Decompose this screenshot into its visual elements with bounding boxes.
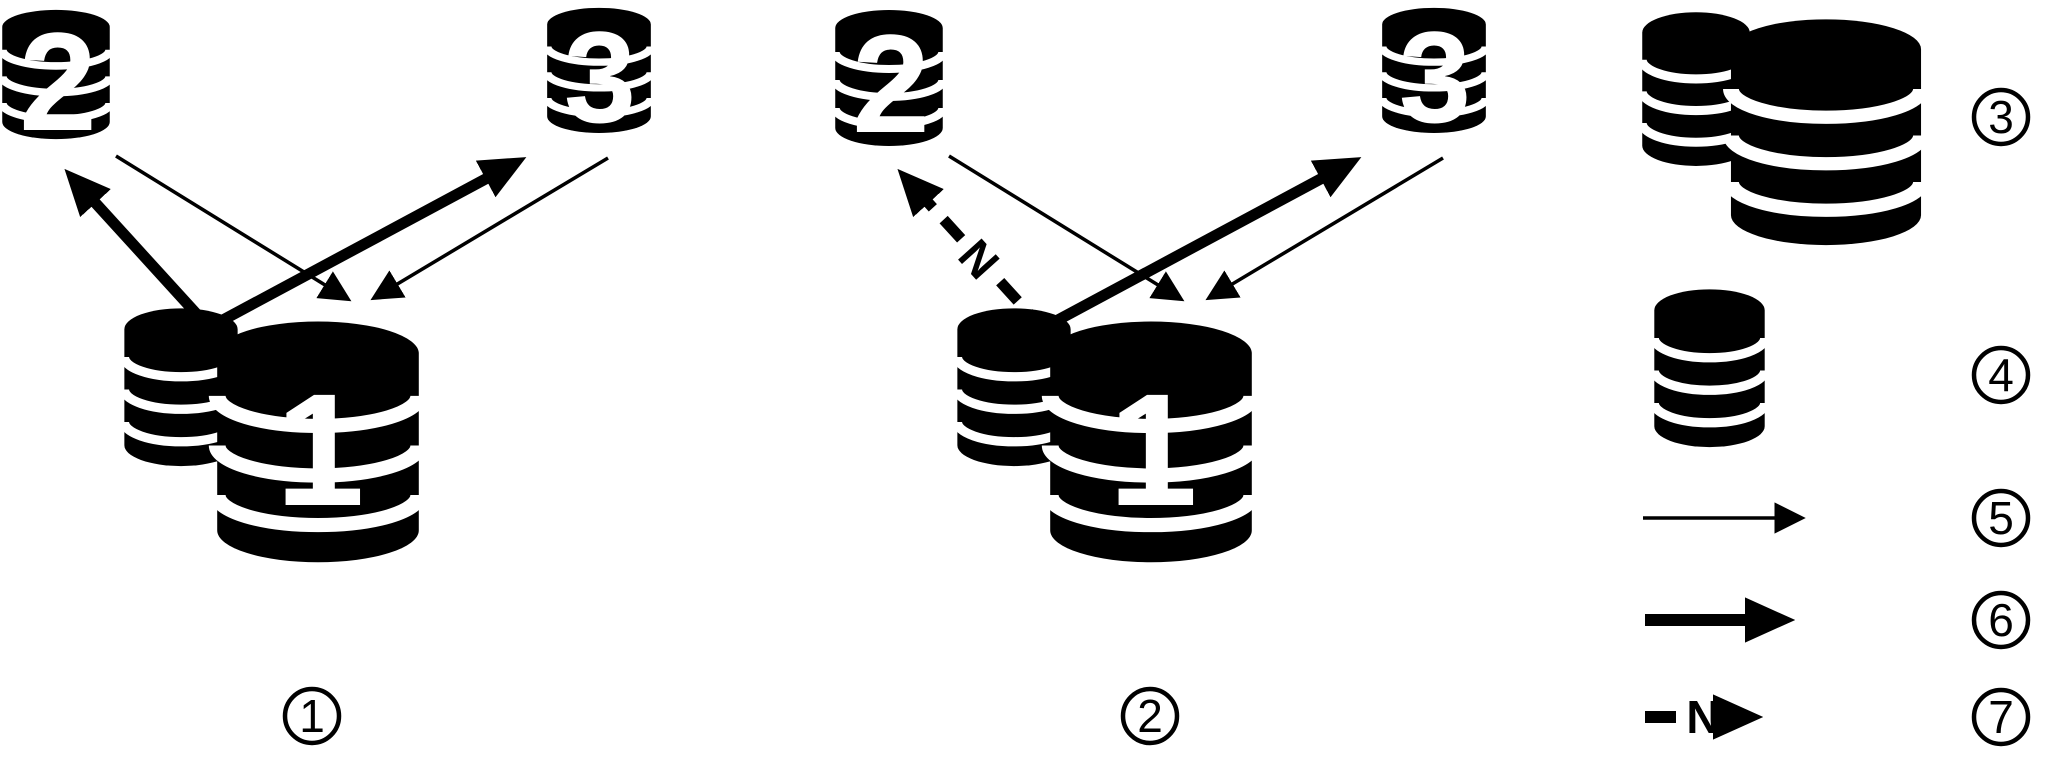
database-2-label: 2	[19, 3, 97, 160]
database-1-label: 1	[1109, 360, 1198, 539]
panel-2-arrows	[897, 154, 1444, 340]
thin-arrow-from-db3	[370, 156, 609, 301]
legend-item-database-pair: 3	[1642, 12, 2031, 245]
legend-7-circle	[1971, 687, 2031, 747]
database-pair-large-icon	[1731, 19, 1921, 245]
thin-arrow-from-db2	[115, 154, 352, 302]
panel-2: N 2 3 1 2	[835, 4, 1486, 746]
thick-arrow-to-db2	[64, 168, 218, 336]
thick-arrow-to-db3	[192, 157, 527, 340]
legend-5-circle	[1971, 488, 2031, 548]
panel-2-caption-circle	[1120, 686, 1180, 746]
thin-arrow-from-db2	[948, 154, 1185, 302]
legend: 3 4 5 6 N 7	[1642, 12, 2031, 747]
legend-item-dashed-n-arrow: N 7	[1645, 687, 2031, 747]
legend-6-number: 6	[1988, 594, 2014, 646]
legend-item-thick-arrow: 6	[1645, 590, 2031, 650]
dashed-n-arrow-to-db2	[897, 168, 1051, 336]
legend-6-circle	[1971, 590, 2031, 650]
thin-arrow-from-db3	[1205, 156, 1444, 301]
panel-1-arrows	[64, 154, 609, 340]
panel-1-caption-circle	[282, 686, 342, 746]
legend-4-number: 4	[1988, 349, 2014, 401]
database-single-icon	[1654, 289, 1764, 447]
thick-arrow-to-db3	[1027, 157, 1362, 340]
database-1-label: 1	[276, 360, 365, 539]
panel-2-caption: 2	[1120, 686, 1180, 746]
panel-1-caption-number: 1	[299, 690, 325, 742]
legend-item-thin-arrow: 5	[1643, 488, 2031, 548]
legend-3-circle	[1971, 87, 2031, 147]
panel-2-caption-number: 2	[1137, 690, 1163, 742]
database-2-label: 2	[852, 5, 930, 162]
panel-1: 2 3 1 1	[2, 3, 651, 746]
dashed-n-arrow-label: N	[1686, 691, 1719, 743]
legend-item-database-single: 4	[1654, 289, 2031, 447]
database-3-label: 3	[1399, 4, 1471, 150]
legend-4-circle	[1971, 345, 2031, 405]
legend-7-number: 7	[1988, 691, 2014, 743]
legend-3-number: 3	[1988, 91, 2014, 143]
panel-1-caption: 1	[282, 686, 342, 746]
legend-5-number: 5	[1988, 492, 2014, 544]
database-3-label: 3	[564, 4, 636, 150]
